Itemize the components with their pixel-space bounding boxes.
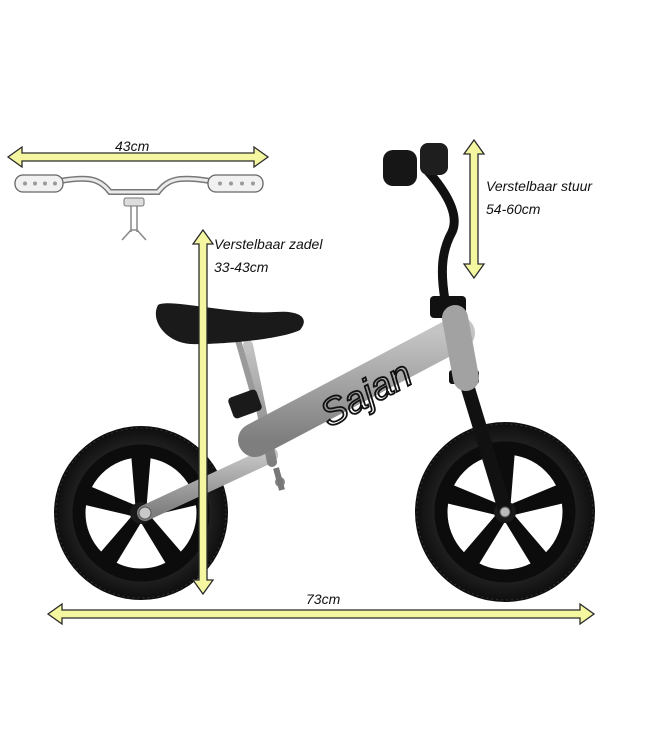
steer-range-label: 54-60cm — [486, 201, 541, 217]
saddle-adjust-label: Verstelbaar zadel — [214, 236, 323, 252]
seat — [155, 303, 304, 419]
handlebar-width-label: 43cm — [115, 138, 150, 154]
length-label: 73cm — [306, 591, 341, 607]
left-grip — [14, 174, 64, 193]
handlebar-grips — [383, 143, 448, 186]
right-grip — [207, 174, 264, 193]
handlebar-illustration — [14, 174, 264, 241]
saddle-height-arrow — [191, 228, 215, 596]
steer-adjust-label: Verstelbaar stuur — [486, 178, 593, 194]
front-fork — [456, 365, 512, 518]
frame — [137, 305, 479, 521]
saddle-range-label: 33-43cm — [214, 259, 269, 275]
steer-height-arrow — [462, 138, 486, 280]
handlebar-width-arrow — [6, 145, 270, 169]
length-arrow — [46, 602, 596, 626]
